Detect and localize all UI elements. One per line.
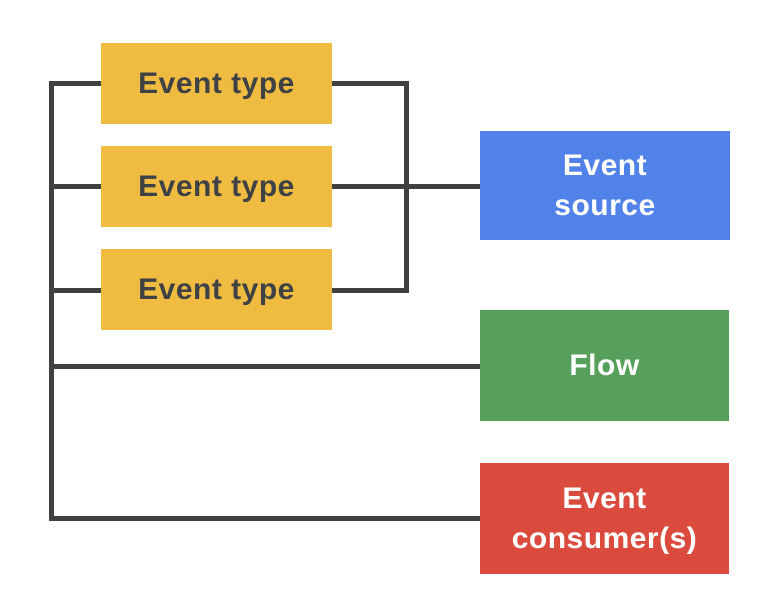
node-event-consumers: Event consumer(s): [480, 463, 729, 574]
connector-to-event-source: [332, 184, 480, 189]
node-event-type-2: Event type: [101, 146, 332, 227]
connector-event-type-3-right: [332, 288, 409, 293]
node-event-consumers-label: Event consumer(s): [511, 481, 698, 555]
node-event-type-3: Event type: [101, 249, 332, 330]
connector-event-type-1-left: [49, 81, 101, 86]
connector-left-vertical: [49, 81, 54, 521]
connector-event-type-2-left: [49, 184, 101, 189]
node-event-type-2-label: Event type: [138, 169, 295, 203]
node-event-source-label: Event source: [554, 148, 656, 222]
node-event-type-1: Event type: [101, 43, 332, 124]
node-event-source: Event source: [480, 131, 730, 240]
connector-event-type-1-right: [332, 81, 409, 86]
node-event-type-3-label: Event type: [138, 272, 295, 306]
connector-event-type-3-left: [49, 288, 101, 293]
node-flow: Flow: [480, 310, 729, 421]
node-flow-label: Flow: [569, 348, 640, 382]
connector-to-event-consumers: [49, 516, 480, 521]
node-event-type-1-label: Event type: [138, 66, 295, 100]
connector-to-flow: [49, 364, 480, 369]
